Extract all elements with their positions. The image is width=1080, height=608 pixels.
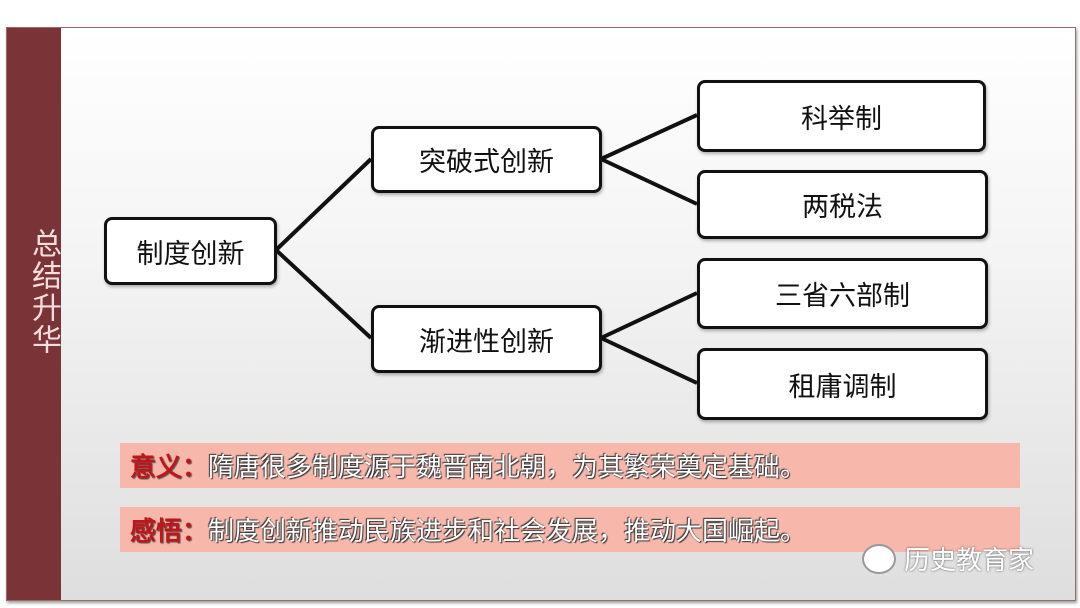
significance-banner: 意义： 隋唐很多制度源于魏晋南北朝，为其繁荣奠定基础。 — [120, 443, 1020, 488]
sidebar-title: 总结升华 — [26, 228, 61, 356]
branch-node: 突破式创新 — [371, 126, 602, 193]
banner-key: 意义： — [130, 453, 209, 483]
leaf-node: 三省六部制 — [697, 258, 988, 329]
connector-line — [600, 157, 698, 206]
connector-line — [600, 291, 698, 340]
leaf-node: 科举制 — [697, 80, 986, 152]
wechat-icon — [862, 543, 896, 574]
connector-line — [274, 157, 373, 252]
banner-text: 隋唐很多制度源于魏晋南北朝，为其繁荣奠定基础。 — [208, 453, 807, 483]
connector-line — [600, 336, 698, 385]
connector-line — [274, 248, 373, 340]
branch-node: 渐进性创新 — [371, 305, 602, 373]
watermark: 历史教育家 — [862, 540, 1034, 577]
leaf-node: 两税法 — [697, 170, 988, 239]
reflection-banner: 感悟： 制度创新推动民族进步和社会发展，推动大国崛起。 — [120, 507, 1020, 552]
connector-line — [600, 113, 698, 161]
leaf-node: 租庸调制 — [697, 348, 988, 420]
sidebar: 总结升华 — [7, 28, 61, 600]
banner-text: 制度创新推动民族进步和社会发展，推动大国崛起。 — [208, 517, 807, 547]
watermark-text: 历史教育家 — [904, 546, 1035, 576]
banner-key: 感悟： — [130, 517, 209, 547]
root-node: 制度创新 — [104, 217, 277, 285]
